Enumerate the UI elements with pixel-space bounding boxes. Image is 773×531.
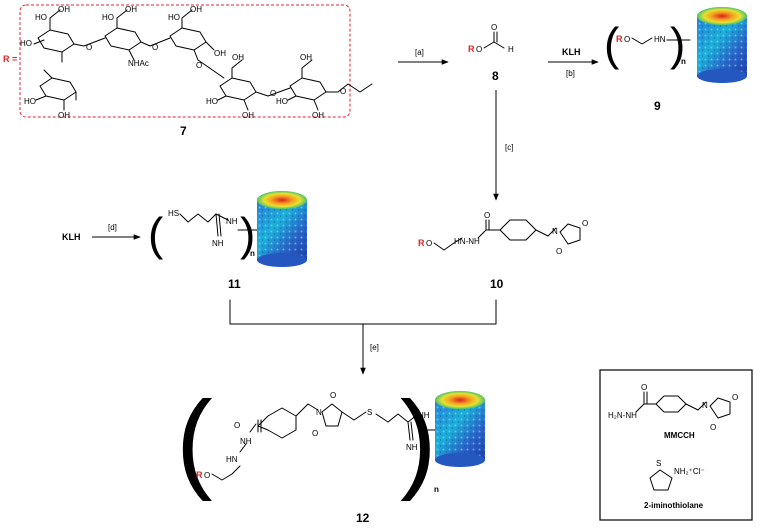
svg-text:NH: NH (418, 411, 430, 420)
svg-text:O: O (476, 45, 482, 54)
condition-d: [d] (108, 223, 117, 232)
svg-text:O: O (426, 239, 432, 248)
klh-d: KLH (62, 232, 81, 242)
svg-text:OH: OH (232, 53, 244, 62)
svg-text:O: O (270, 89, 276, 98)
svg-text:): ) (240, 208, 255, 260)
condition-e: [e] (370, 343, 379, 352)
svg-text:HO: HO (20, 39, 32, 48)
svg-text:S: S (367, 408, 372, 417)
svg-text:): ) (670, 18, 685, 70)
svg-text:HO: HO (206, 97, 218, 106)
svg-text:HO: HO (276, 97, 288, 106)
compound-8: R O O H 8 (468, 23, 514, 83)
mmcch-label: MMCCH (664, 431, 695, 440)
svg-text:O: O (86, 43, 92, 52)
klh-b: KLH (562, 47, 581, 57)
svg-text:O: O (204, 471, 210, 480)
svg-text:H₂N-NH: H₂N-NH (608, 411, 637, 420)
svg-text:NHAc: NHAc (128, 59, 149, 68)
svg-text:OH: OH (58, 5, 70, 14)
svg-text:O: O (624, 35, 630, 44)
svg-text:9: 9 (654, 99, 661, 113)
svg-text:N: N (552, 227, 558, 236)
svg-text:HO: HO (102, 13, 114, 22)
svg-text:R: R (468, 44, 475, 54)
svg-text:): ) (400, 379, 437, 502)
svg-text:(: ( (604, 18, 620, 70)
svg-text:(: ( (176, 379, 213, 502)
svg-text:OH: OH (242, 111, 254, 120)
svg-text:R: R (616, 34, 623, 44)
svg-text:O: O (641, 383, 647, 392)
condition-b: [b] (566, 69, 575, 78)
svg-text:n: n (681, 57, 686, 66)
svg-text:O: O (312, 429, 318, 438)
svg-text:R: R (196, 470, 203, 480)
svg-text:H: H (508, 45, 514, 54)
svg-text:O: O (330, 391, 336, 400)
svg-text:O: O (491, 23, 497, 32)
svg-text:O: O (732, 393, 738, 402)
svg-text:O: O (196, 61, 202, 70)
r-group-label: R = (3, 54, 17, 64)
svg-text:R: R (418, 238, 425, 248)
svg-text:O: O (484, 211, 490, 220)
svg-text:8: 8 (492, 69, 499, 83)
merge-lines (229, 299, 497, 325)
svg-text:O: O (582, 219, 588, 228)
svg-text:O: O (152, 43, 158, 52)
svg-text:11: 11 (228, 277, 241, 291)
compound-12: ( R O HN NH O N O O S NH NH ) n 12 (176, 379, 485, 525)
svg-text:NH₂⁺Cl⁻: NH₂⁺Cl⁻ (674, 467, 705, 476)
svg-text:OH: OH (190, 5, 202, 14)
svg-text:n: n (434, 485, 439, 494)
svg-text:S: S (656, 459, 661, 468)
svg-text:HO: HO (168, 13, 180, 22)
svg-text:O: O (710, 423, 716, 432)
compound-9: ( R O HN ) n 9 (604, 7, 747, 113)
svg-text:HN: HN (654, 35, 666, 44)
compound-11: ( HS NH NH ) n 11 (148, 191, 307, 291)
svg-text:(: ( (148, 208, 164, 260)
svg-text:O: O (556, 247, 562, 256)
svg-text:HO: HO (24, 97, 36, 106)
iminothiolane-label: 2-iminothiolane (644, 501, 704, 510)
svg-text:NH: NH (226, 217, 238, 226)
svg-text:n: n (250, 249, 255, 258)
svg-text:NH: NH (406, 443, 418, 452)
condition-a: [a] (415, 48, 424, 57)
svg-text:HO: HO (35, 13, 47, 22)
svg-text:10: 10 (490, 277, 504, 291)
r-group-glycan: R = HO OH HO O HO OH O NHAc HO OH OH O H… (3, 4, 373, 138)
compound-7-label: 7 (180, 124, 187, 138)
svg-text:NH: NH (240, 437, 252, 446)
svg-text:OH: OH (58, 111, 70, 120)
reagent-box (599, 369, 753, 521)
svg-text:N: N (702, 401, 708, 410)
reagent-legend: H₂N-NH O N O O MMCCH S NH₂⁺Cl⁻ 2-iminoth… (599, 369, 753, 521)
svg-text:NH: NH (212, 239, 224, 248)
svg-text:OH: OH (214, 49, 226, 58)
svg-text:O: O (340, 87, 346, 96)
svg-text:HN-NH: HN-NH (454, 237, 480, 246)
svg-text:OH: OH (300, 53, 312, 62)
svg-text:OH: OH (312, 111, 324, 120)
svg-text:OH: OH (125, 5, 137, 14)
svg-text:HN: HN (226, 455, 238, 464)
compound-10: R O HN-NH O N O O 10 (418, 211, 588, 291)
r-group-box (19, 4, 351, 118)
svg-text:12: 12 (356, 511, 370, 525)
condition-c: [c] (505, 143, 513, 152)
svg-text:N: N (316, 408, 322, 417)
svg-text:HS: HS (168, 209, 179, 218)
svg-text:O: O (234, 421, 240, 430)
